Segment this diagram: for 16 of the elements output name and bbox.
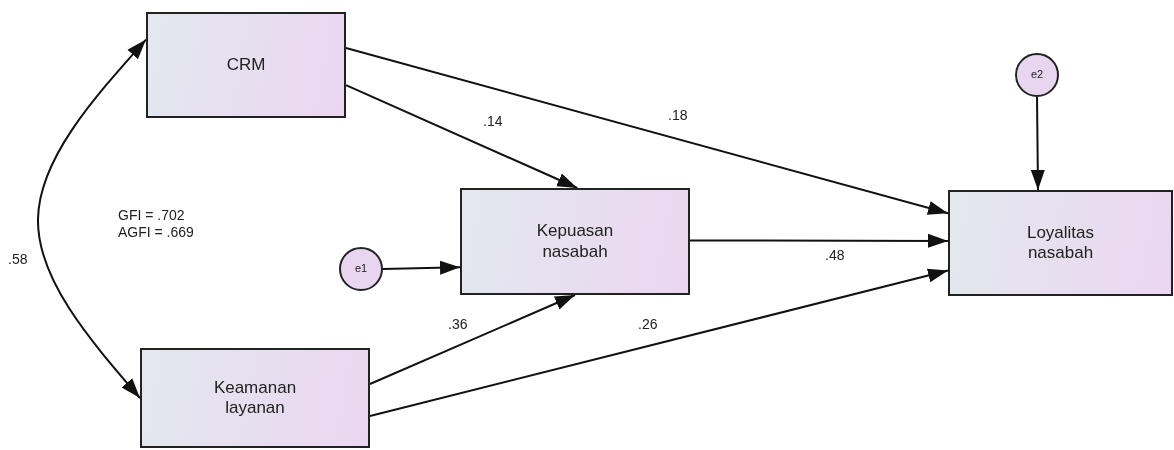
double-arrow	[37, 38, 147, 399]
arrow	[345, 84, 579, 189]
arrow	[369, 294, 576, 385]
error-term-circle: e2	[1015, 53, 1059, 97]
error-term-circle: e1	[339, 247, 383, 291]
variable-box: Keamanan layanan	[140, 348, 370, 448]
arrow	[1030, 96, 1045, 191]
arrow	[382, 260, 461, 275]
variable-box: CRM	[146, 12, 346, 118]
variable-box: Kepuasan nasabah	[460, 188, 690, 295]
arrow	[689, 233, 949, 248]
variable-box: Loyalitas nasabah	[948, 190, 1173, 296]
fit-statistic: GFI = .702	[118, 207, 185, 224]
arrow	[345, 47, 949, 215]
arrow	[369, 268, 949, 417]
fit-statistic: AGFI = .669	[118, 224, 194, 241]
